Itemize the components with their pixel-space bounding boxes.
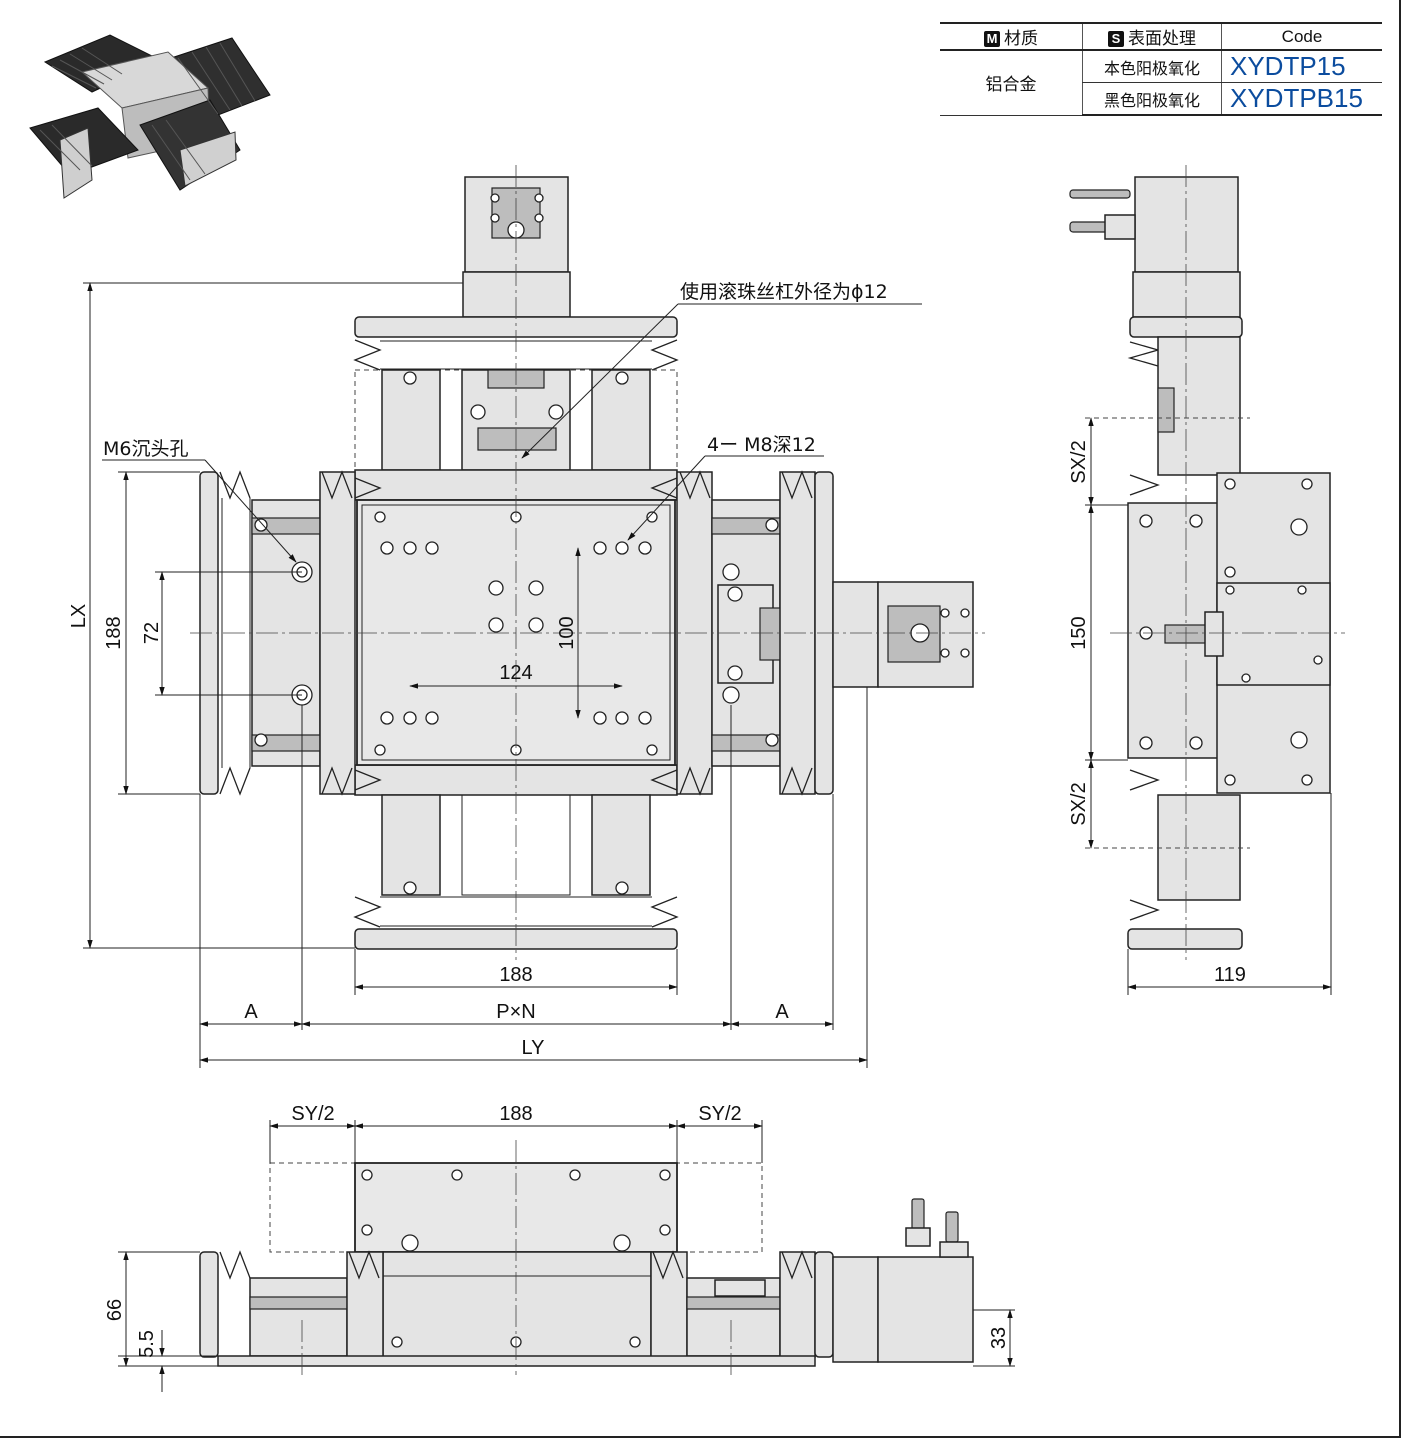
dim-a-left: A <box>244 1001 258 1023</box>
motor-screw-icon <box>490 213 500 223</box>
hole-group-bottom-right <box>593 711 652 725</box>
dim-sy-left: SY/2 <box>291 1103 334 1125</box>
surface-badge: S <box>1108 31 1124 47</box>
side-view-dimensions: SX/2 150 SX/2 119 <box>1068 417 1332 995</box>
dim-5-5: 5.5 <box>136 1330 158 1358</box>
dim-lx: LX <box>68 604 90 628</box>
code-value-2: XYDTPB15 <box>1221 82 1382 116</box>
cable-icon <box>1069 189 1131 199</box>
front-view <box>199 1140 974 1375</box>
dim-66: 66 <box>104 1299 126 1321</box>
top-motor-flange <box>462 271 571 318</box>
dim-sy-right: SY/2 <box>698 1103 741 1125</box>
motor-screw-icon <box>534 213 544 223</box>
y-rail-left-lower <box>381 794 441 896</box>
hole-group-center <box>488 580 544 633</box>
top-view <box>190 165 985 960</box>
side-view <box>1069 165 1345 960</box>
front-view-dimensions: SY/2 188 SY/2 66 5.5 33 <box>104 1103 1015 1392</box>
y-rail-right-upper <box>591 369 651 471</box>
right-motor-flange <box>832 581 879 688</box>
y-rail-left-upper <box>381 369 441 471</box>
dim-188-vertical: 188 <box>103 616 125 649</box>
spec-row-1: 铝合金 本色阳极氧化 XYDTP15 <box>940 50 1382 116</box>
y-rail-right-lower <box>591 794 651 896</box>
dim-a-right: A <box>775 1001 789 1023</box>
dim-72: 72 <box>141 622 163 644</box>
y-upper-stroke-area <box>354 369 678 471</box>
hole-group-top-left <box>380 541 439 555</box>
code-value-1: XYDTP15 <box>1221 50 1382 83</box>
motor-screw-icon <box>534 193 544 203</box>
front-base <box>217 1355 816 1367</box>
dim-188-horizontal: 188 <box>499 964 532 986</box>
spec-row-2: 黑色阳极氧化 XYDTPB15 <box>940 82 1382 116</box>
hole-group-top-right <box>593 541 652 555</box>
side-motor-body <box>1134 176 1239 273</box>
dim-pxn: P×N <box>496 1001 535 1023</box>
label-tapped-holes: 4ー M8深12 <box>707 434 816 456</box>
surface-value-1: 本色阳极氧化 <box>1082 50 1222 83</box>
dim-sx-top: SX/2 <box>1068 440 1090 483</box>
motor-screw-icon <box>490 193 500 203</box>
y-upper-bellows <box>353 339 679 371</box>
hole-group-bottom-left <box>380 711 439 725</box>
top-view-dimensions: LX 188 72 100 124 188 A P×N A <box>68 282 868 1068</box>
y-nut <box>477 427 557 451</box>
material-badge: M <box>984 31 1000 47</box>
leader-labels: 使用滚珠丝杠外径为ϕ12 M6沉头孔 4ー M8深12 <box>102 281 922 563</box>
label-ballscrew: 使用滚珠丝杠外径为ϕ12 <box>680 281 888 303</box>
material-value: 铝合金 <box>940 50 1083 116</box>
dim-sx-bottom: SX/2 <box>1068 782 1090 825</box>
dim-ly: LY <box>522 1037 545 1059</box>
dim-150: 150 <box>1068 616 1090 649</box>
dim-119: 119 <box>1214 964 1246 986</box>
dim-188-front: 188 <box>499 1103 532 1125</box>
header-code: Code <box>1221 22 1382 51</box>
surface-value-2: 黑色阳极氧化 <box>1082 82 1222 116</box>
product-photo <box>29 34 271 199</box>
label-counterbore: M6沉头孔 <box>103 438 188 460</box>
side-motor-flange <box>1132 271 1241 318</box>
dim-124: 124 <box>499 662 532 684</box>
dim-100: 100 <box>556 616 578 649</box>
dim-33: 33 <box>988 1327 1010 1349</box>
